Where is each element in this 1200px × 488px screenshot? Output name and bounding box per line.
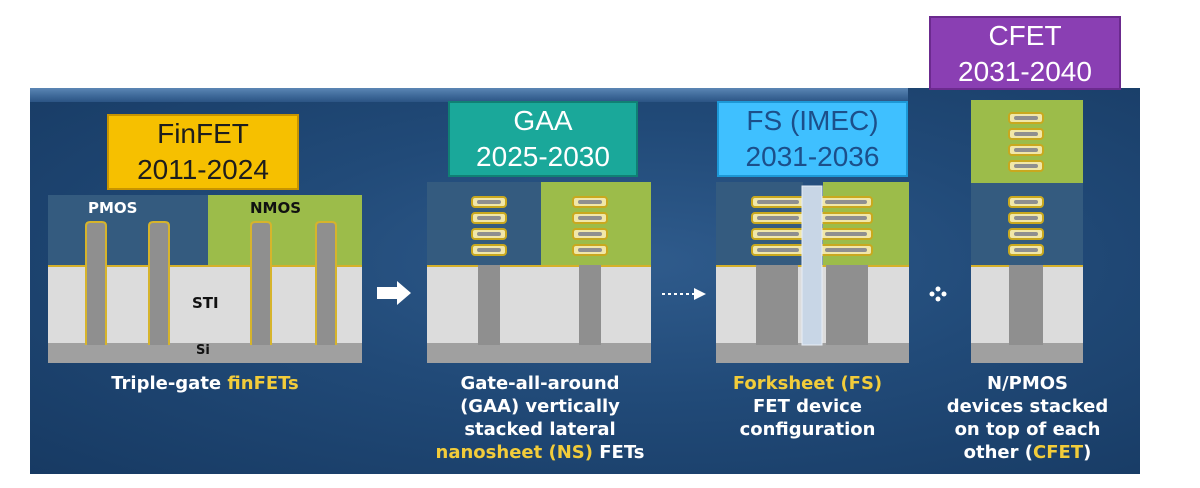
fs-years: 2031-2036 [745, 141, 880, 172]
si-label: Si [196, 343, 210, 358]
cfet-name: CFET [988, 20, 1062, 51]
dielectric-wall [801, 185, 823, 346]
finfet-caption: Triple-gate finFETs [111, 373, 299, 394]
cfet-caption: N/PMOS devices stacked on top of each ot… [946, 373, 1109, 463]
top-bar [30, 88, 908, 102]
finfet-label-box: FinFET 2011-2024 [107, 114, 299, 190]
dotted-arrow-icon [662, 288, 706, 300]
gaa-caption: Gate-all-around (GAA) vertically stacked… [435, 373, 645, 463]
finfet-years: 2011-2024 [137, 154, 269, 185]
pmos-label: PMOS [88, 199, 138, 217]
cfet-label-box: CFET 2031-2040 [929, 16, 1121, 90]
cfet-years: 2031-2040 [958, 56, 1092, 87]
nmos-label: NMOS [250, 199, 302, 217]
cfet-diagram [971, 100, 1083, 363]
diamond-dots-icon [929, 286, 947, 302]
fs-caption: Forksheet (FS) FET device configuration [732, 373, 883, 440]
pmos-gate [48, 195, 208, 267]
fins [85, 221, 337, 345]
fs-name: FS (IMEC) [746, 105, 879, 136]
right-arrow-icon [377, 281, 411, 305]
fs-label-box: FS (IMEC) 2031-2036 [717, 101, 908, 177]
sti-label: STI [192, 294, 219, 312]
silicon-substrate [48, 343, 362, 363]
finfet-name: FinFET [157, 118, 249, 149]
gaa-years: 2025-2030 [476, 141, 610, 172]
forksheet-diagram [716, 182, 909, 363]
gaa-label-box: GAA 2025-2030 [448, 101, 638, 177]
gaa-name: GAA [513, 105, 573, 136]
finfet-diagram [48, 195, 362, 363]
gaa-diagram [427, 182, 651, 363]
